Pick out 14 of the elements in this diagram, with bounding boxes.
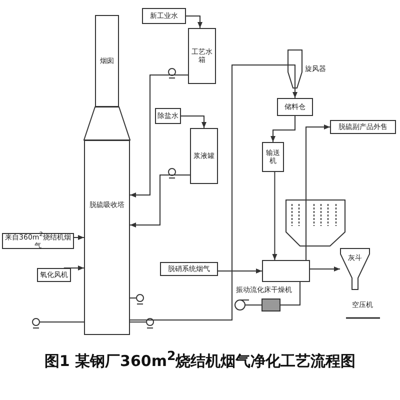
arrow bbox=[130, 64, 298, 320]
arrow bbox=[306, 124, 330, 260]
arrow bbox=[186, 16, 202, 28]
dryer-box bbox=[262, 260, 310, 282]
arrow bbox=[270, 116, 296, 142]
arrow bbox=[74, 235, 84, 240]
figure-caption: 图1 某钢厂360m$^{2}$烧结机烟气净化工艺流程图 bbox=[43, 348, 357, 371]
arrow bbox=[130, 174, 190, 228]
arrow bbox=[310, 266, 340, 272]
arrow bbox=[218, 268, 262, 274]
arrow bbox=[63, 266, 84, 270]
arrow bbox=[272, 172, 278, 260]
arrow bbox=[130, 74, 188, 198]
arrow bbox=[180, 116, 206, 128]
